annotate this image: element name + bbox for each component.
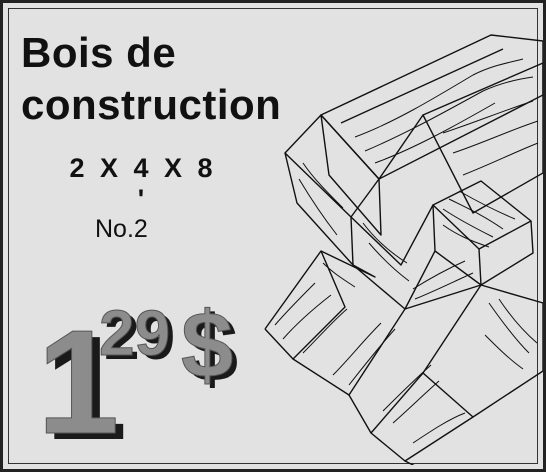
board-lower xyxy=(264,250,376,330)
price-cents-shadow: 29 xyxy=(104,301,175,373)
board-end-grain xyxy=(432,180,532,250)
board-upper xyxy=(284,114,380,218)
board-right xyxy=(422,62,543,214)
board-top xyxy=(320,34,543,180)
price-cents: 29 xyxy=(99,297,170,369)
grade-label: No.2 xyxy=(95,215,148,243)
price-currency-shadow: $ xyxy=(186,296,238,401)
lumber-stack-illustration xyxy=(264,34,543,465)
price-currency: $ xyxy=(181,293,233,397)
price-dollars-shadow: 1 xyxy=(45,306,127,453)
title-line-2: construction xyxy=(21,81,282,128)
price-tag: 1 1 29 29 $ $ xyxy=(37,293,239,453)
price-dollars: 1 xyxy=(37,300,119,453)
dimensions-label: 2 X 4 X 8 ' xyxy=(69,153,217,214)
title-line-1: Bois de xyxy=(21,29,177,76)
wood-grain-lines xyxy=(274,58,539,444)
product-title: Bois de construction xyxy=(21,27,281,131)
